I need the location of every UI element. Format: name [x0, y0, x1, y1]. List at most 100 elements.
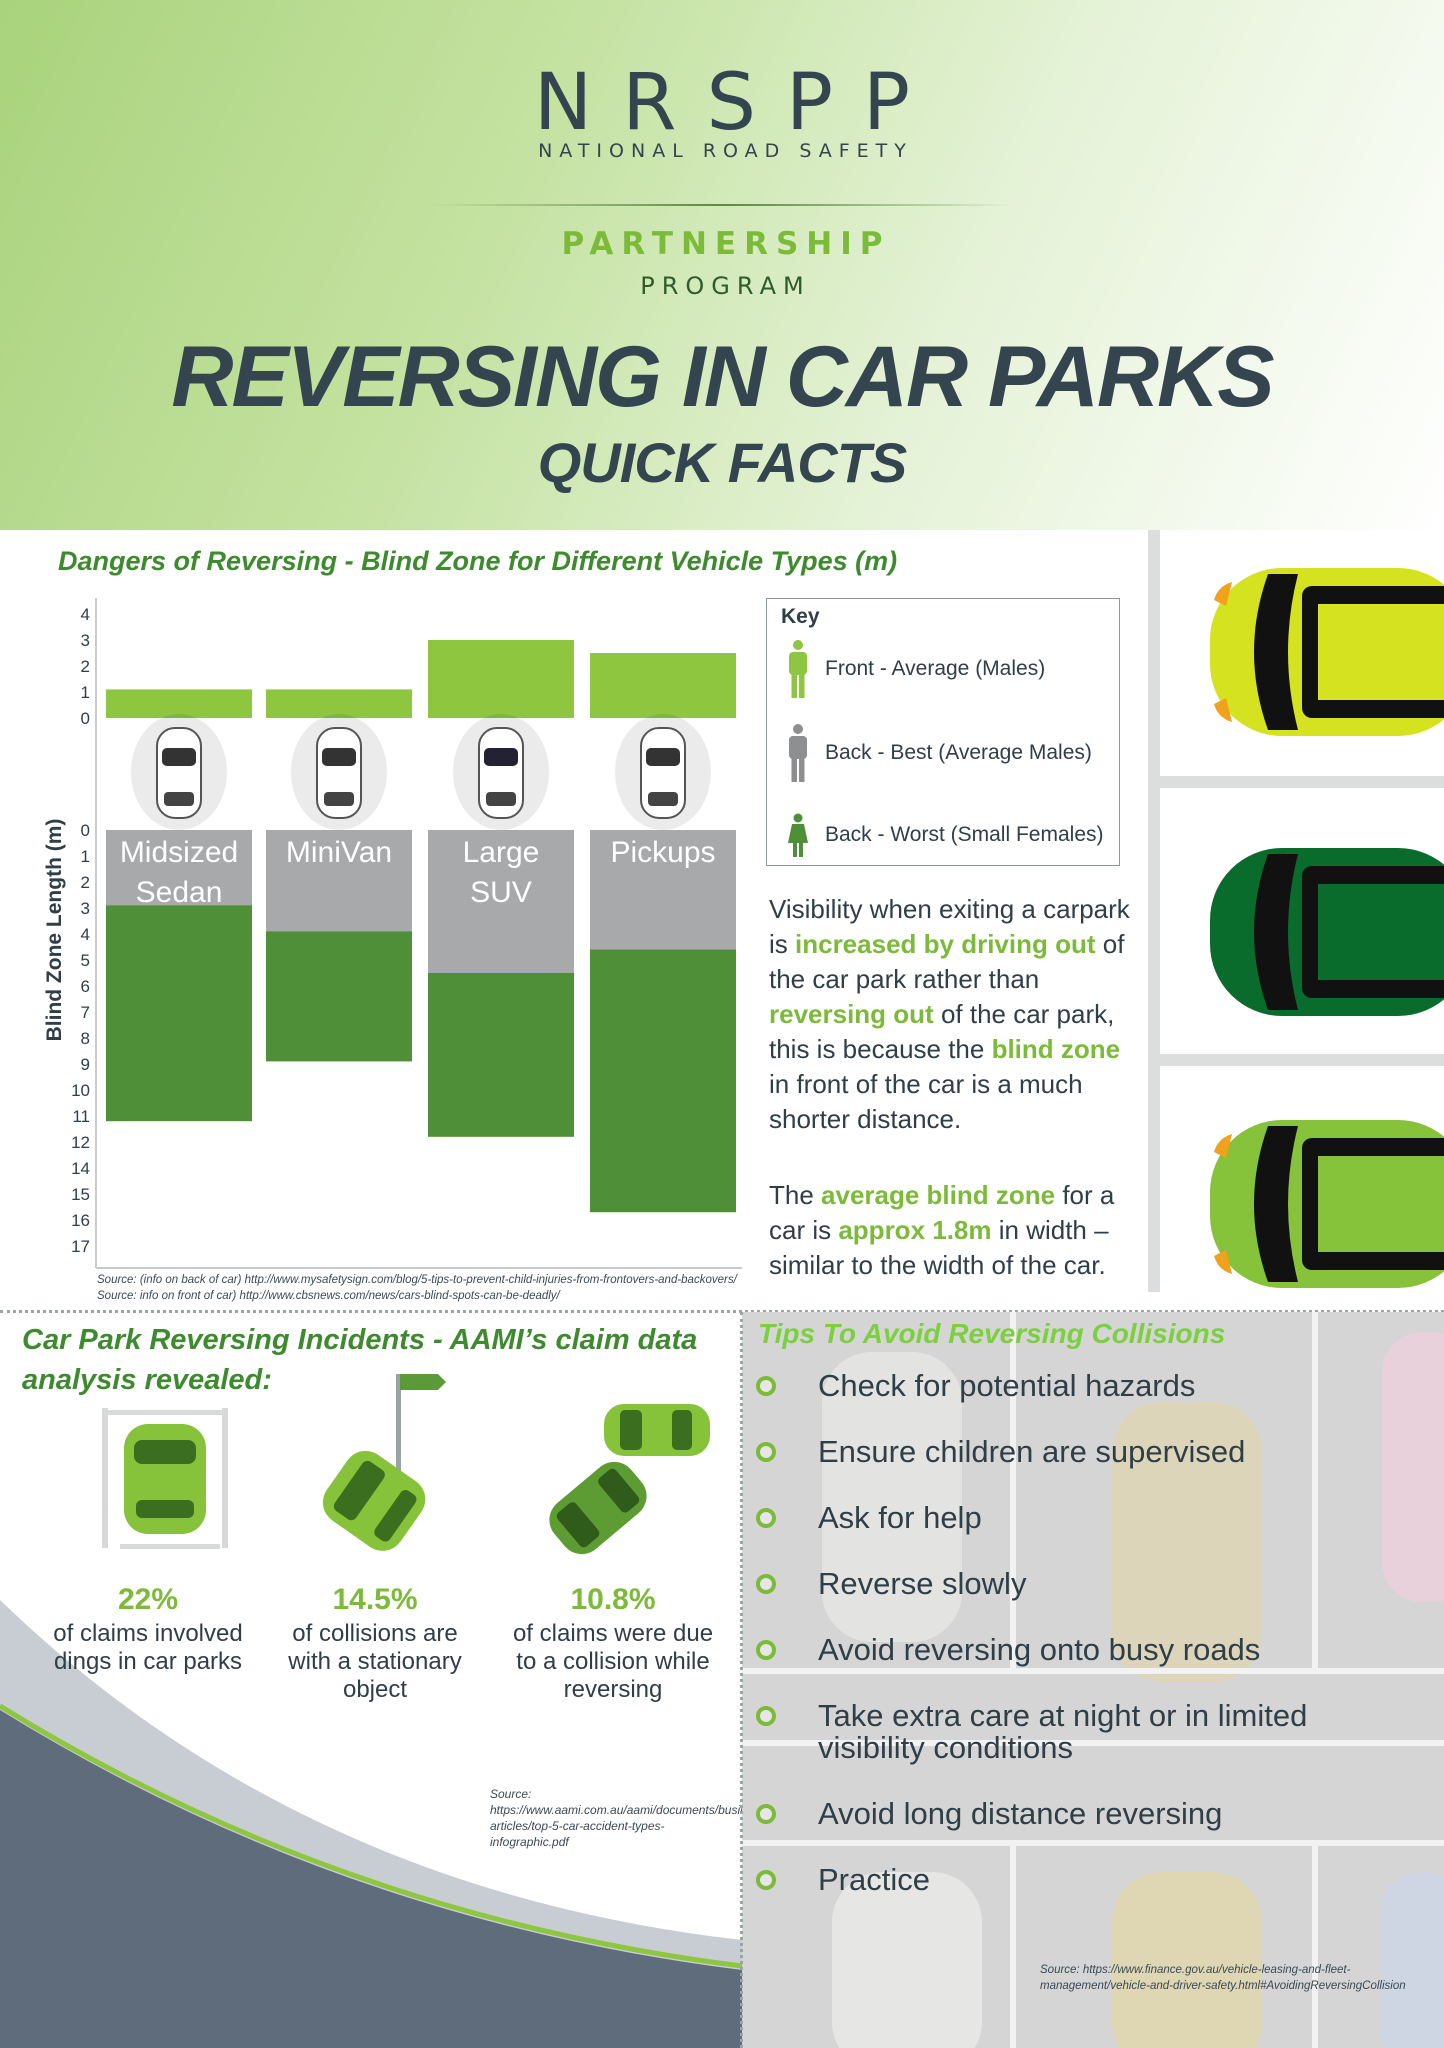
logo-subtitle: NATIONAL ROAD SAFETY [538, 140, 913, 162]
incidents-title: Car Park Reversing Incidents - AAMI’s cl… [22, 1324, 698, 1396]
tip-item: Practice [756, 1864, 1396, 1896]
front-blind-zone-bar [266, 689, 412, 718]
tip-text: Avoid long distance reversing [818, 1796, 1223, 1831]
tip-item: Check for potential hazards [756, 1370, 1396, 1402]
vehicle-top-view-icon [131, 714, 227, 830]
car-rear-window [486, 792, 516, 806]
back-axis-tick-label: 9 [81, 1055, 90, 1074]
back-axis-tick-label: 3 [81, 899, 90, 918]
stat-stationary: 14.5% of collisions are with a stationar… [270, 1582, 480, 1704]
car-rear-window [324, 792, 354, 806]
legend-item-back-best: Back - Best (Average Males) [783, 723, 1092, 783]
tips-source: Source: https://www.finance.gov.au/vehic… [1040, 1964, 1406, 1992]
category-label: Large [463, 836, 540, 869]
logo-wordmark: NRSPP [533, 58, 941, 148]
back-axis-tick-label: 0 [81, 821, 90, 840]
tips-title: Tips To Avoid Reversing Collisions [758, 1318, 1226, 1349]
highlight-text: reversing out [769, 999, 934, 1029]
logo-partnership: PARTNERSHIP [561, 226, 891, 262]
highlight-text: approx 1.8m [838, 1215, 992, 1245]
body-text: Visibility when exiting a carpark is [769, 894, 1130, 959]
tip-text: Take extra care at night or in limited v… [818, 1698, 1308, 1765]
legend-item-front: Front - Average (Males) [783, 639, 1045, 699]
bullet-circle-icon [756, 1376, 776, 1396]
legend-label: Front - Average (Males) [825, 657, 1046, 680]
tip-item: Ensure children are supervised [756, 1436, 1396, 1468]
back-best-blind-zone-bar [266, 830, 412, 932]
category-label: Sedan [136, 876, 223, 909]
front-blind-zone-bar [106, 689, 252, 718]
car-hitting-pole-icon [322, 1374, 446, 1551]
back-best-blind-zone-bar [590, 830, 736, 950]
back-axis-tick-label: 11 [72, 1107, 90, 1126]
body-text: for a car is [769, 1180, 1115, 1245]
stat-dings: 22% of claims involved dings in car park… [38, 1582, 258, 1676]
bullet-circle-icon [756, 1442, 776, 1462]
person-front-icon [789, 640, 807, 698]
person-back-worst-icon [788, 813, 808, 857]
page-title: REVERSING IN CAR PARKS [171, 329, 1274, 425]
stat-reversing: 10.8% of claims were due to a collision … [500, 1582, 726, 1704]
front-blind-zone-bar [428, 640, 574, 718]
visibility-paragraph: Visibility when exiting a carpark is inc… [769, 892, 1141, 1137]
body-text: of the car park rather than [769, 929, 1125, 994]
back-axis-tick-label: 16 [71, 1211, 90, 1230]
back-axis-tick-label: 4 [81, 925, 90, 944]
car-windshield [322, 748, 356, 766]
stat-percentage: 10.8% [570, 1583, 656, 1616]
logo-divider [430, 204, 1014, 206]
section-divider [0, 1310, 1444, 1313]
back-axis-tick-label: 17 [71, 1237, 90, 1256]
bullet-circle-icon [756, 1804, 776, 1824]
chart-legend: Key Front - Average (Males) Back - Best … [766, 598, 1120, 866]
stat-text: of claims were due to a collision while … [512, 1620, 714, 1703]
bullet-circle-icon [756, 1870, 776, 1890]
body-text: in width – similar to the width of the c… [769, 1215, 1109, 1280]
category-label: Pickups [610, 836, 715, 869]
car-park-background [742, 1312, 1444, 2048]
parked-car-icon [102, 1408, 228, 1549]
category-label: MiniVan [286, 836, 392, 869]
car-top-view-icon [1210, 848, 1444, 1016]
body-text: of the car park, this is because the [769, 999, 1115, 1064]
vehicle-top-view-icon [453, 714, 549, 830]
category-label: SUV [470, 876, 532, 909]
tip-item: Ask for help [756, 1502, 1396, 1534]
car-windshield [162, 748, 196, 766]
chart-source-back: Source: (info on back of car) http://www… [97, 1274, 737, 1286]
decorative-swoosh [0, 1600, 742, 2048]
highlight-text: average blind zone [821, 1180, 1056, 1210]
back-axis-tick-label: 8 [81, 1029, 90, 1048]
tip-text: Ensure children are supervised [818, 1434, 1246, 1469]
stat-percentage: 14.5% [332, 1583, 418, 1616]
car-top-view-icon [1210, 1120, 1444, 1288]
front-axis-tick-label: 0 [81, 709, 90, 728]
legend-label: Back - Best (Average Males) [825, 741, 1092, 764]
legend-title: Key [781, 605, 820, 628]
tip-item: Reverse slowly [756, 1568, 1396, 1600]
tip-text: Reverse slowly [818, 1566, 1027, 1601]
back-axis-tick-label: 6 [81, 977, 90, 996]
car-windshield [484, 748, 518, 766]
bullet-circle-icon [756, 1574, 776, 1594]
bullet-circle-icon [756, 1508, 776, 1528]
legend-item-back-worst: Back - Worst (Small Females) [783, 813, 1104, 857]
stat-text: of claims involved dings in car parks [53, 1620, 243, 1675]
car-rear-window [164, 792, 194, 806]
chart-source-front: Source: info on front of car) http://www… [97, 1290, 560, 1302]
legend-label: Back - Worst (Small Females) [825, 823, 1104, 846]
incidents-source: Source: https://www.aami.com.au/aami/doc… [490, 1787, 821, 1849]
back-axis-tick-label: 1 [81, 847, 90, 866]
tip-text: Ask for help [818, 1500, 982, 1535]
car-collision-icon [549, 1404, 710, 1555]
bullet-circle-icon [756, 1640, 776, 1660]
chart-title: Dangers of Reversing - Blind Zone for Di… [58, 546, 898, 576]
tip-text: Practice [818, 1862, 930, 1897]
tips-divider [740, 1312, 743, 2048]
front-axis-tick-label: 1 [81, 683, 90, 702]
category-label: Midsized [120, 836, 238, 869]
parked-cars-illustration [1148, 530, 1444, 1292]
y-axis-label: Blind Zone Length (m) [43, 819, 66, 1042]
bullet-circle-icon [756, 1706, 776, 1726]
